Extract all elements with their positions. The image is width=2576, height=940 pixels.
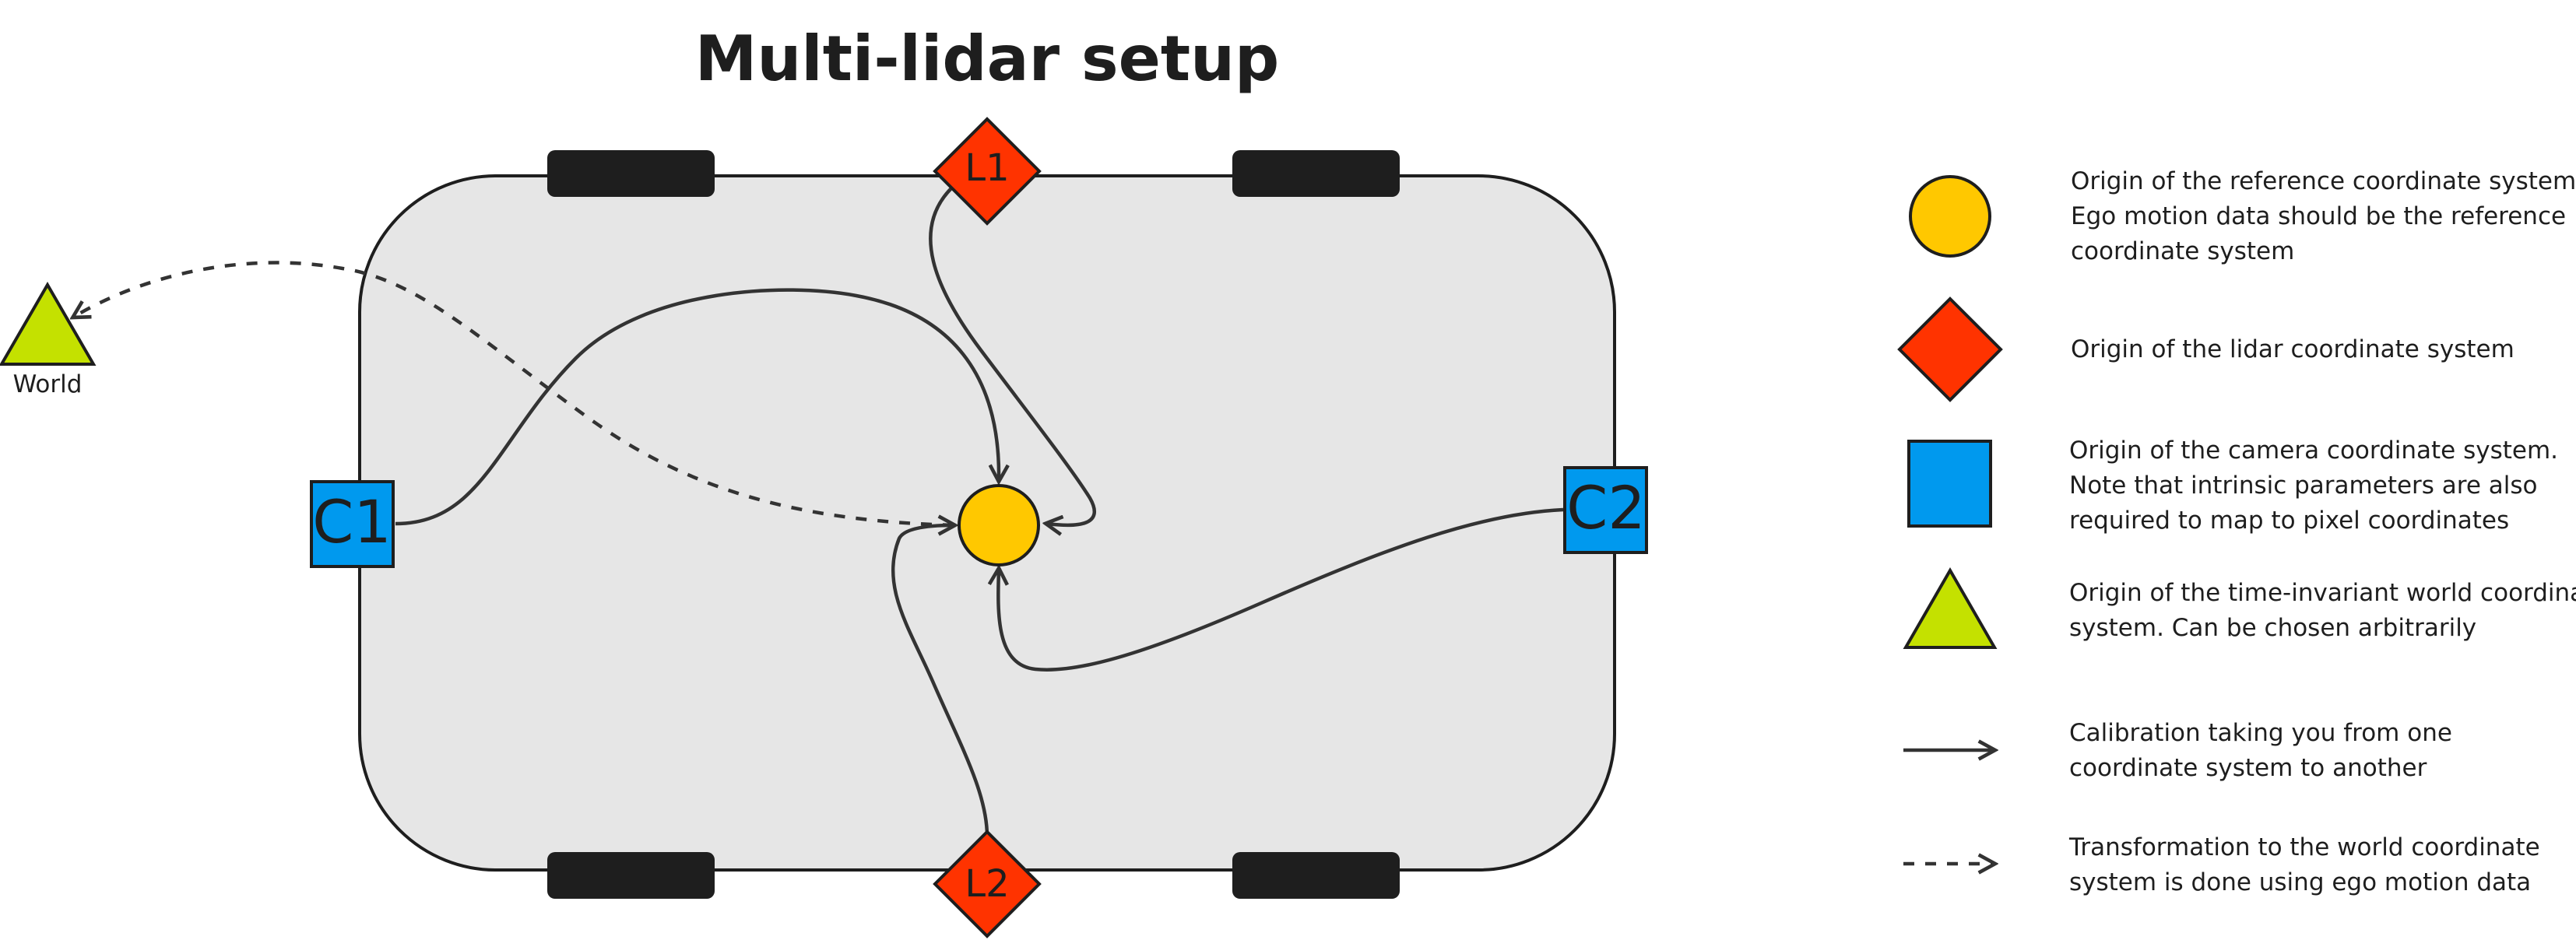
lidar-label-l1: L1 <box>965 146 1009 190</box>
legend-text-world: Origin of the time-invariant world coord… <box>2069 579 2576 642</box>
legend-line: Origin of the time-invariant world coord… <box>2069 579 2576 607</box>
triangle-icon <box>1903 566 1998 649</box>
legend-line: Calibration taking you from one <box>2069 719 2452 747</box>
diamond-icon <box>933 117 1042 226</box>
legend-item-reference: Origin of the reference coordinate syste… <box>1909 167 2576 265</box>
legend-item-calibration: Calibration taking you from one coordina… <box>1903 719 2460 782</box>
legend-text-world-transformation: Transformation to the world coordinate s… <box>2068 833 2548 896</box>
square-icon <box>310 480 395 568</box>
legend-item-world-transformation: Transformation to the world coordinate s… <box>1903 833 2548 896</box>
diamond-icon <box>933 830 1042 938</box>
legend-line: Origin of the lidar coordinate system <box>2071 335 2514 363</box>
legend-text-lidar: Origin of the lidar coordinate system <box>2071 335 2514 363</box>
circle-icon <box>1909 175 1991 258</box>
legend-item-camera: Origin of the camera coordinate system. … <box>1907 437 2566 535</box>
legend-text-reference: Origin of the reference coordinate syste… <box>2071 167 2576 265</box>
legend-line: Transformation to the world coordinate <box>2068 833 2540 861</box>
camera-node-c1: C1 <box>310 480 395 568</box>
reference-origin-circle <box>958 484 1040 566</box>
legend-line: system is done using ego motion data <box>2069 868 2531 896</box>
legend-line: Ego motion data should be the reference <box>2071 202 2566 230</box>
legend: Origin of the reference coordinate syste… <box>1897 167 2576 896</box>
calibration-arrow-c1-to-reference <box>395 288 999 526</box>
wheel-rear-left <box>547 852 715 899</box>
world-label: World <box>13 370 83 398</box>
legend-line: required to map to pixel coordinates <box>2069 507 2509 535</box>
camera-node-c2: C2 <box>1563 466 1648 554</box>
calibration-arrow-c2-to-reference <box>998 507 1564 672</box>
calibration-arrow-l1-to-reference <box>929 187 1096 525</box>
triangle-icon <box>0 282 97 366</box>
legend-line: coordinate system <box>2071 237 2294 265</box>
legend-line: Origin of the camera coordinate system. <box>2069 437 2558 465</box>
world-transformation-arrow <box>74 261 954 528</box>
legend-line: coordinate system to another <box>2069 754 2427 782</box>
camera-label-c2: C2 <box>1566 473 1645 542</box>
lidar-node-l2: L2 <box>933 830 1042 938</box>
diagram-title: Multi-lidar setup <box>695 23 1280 95</box>
legend-line: Note that intrinsic parameters are also <box>2069 472 2538 500</box>
legend-item-world: Origin of the time-invariant world coord… <box>1903 566 2576 649</box>
lidar-label-l2: L2 <box>965 862 1009 906</box>
legend-text-calibration: Calibration taking you from one coordina… <box>2069 719 2460 782</box>
square-icon <box>1907 440 1992 528</box>
legend-item-lidar: Origin of the lidar coordinate system <box>1897 296 2514 402</box>
calibration-arrow-l2-to-reference <box>891 525 989 837</box>
legend-text-camera: Origin of the camera coordinate system. … <box>2069 437 2566 535</box>
camera-label-c1: C1 <box>312 487 391 556</box>
wheel-front-left <box>547 150 715 197</box>
legend-line: system. Can be chosen arbitrarily <box>2069 614 2476 642</box>
square-icon <box>1563 466 1648 554</box>
wheel-front-right <box>1232 150 1400 197</box>
lidar-node-l1: L1 <box>933 117 1042 226</box>
legend-line: Origin of the reference coordinate syste… <box>2071 167 2576 195</box>
diamond-icon <box>1897 296 2003 402</box>
wheel-rear-right <box>1232 852 1400 899</box>
world-node: World <box>0 282 97 398</box>
